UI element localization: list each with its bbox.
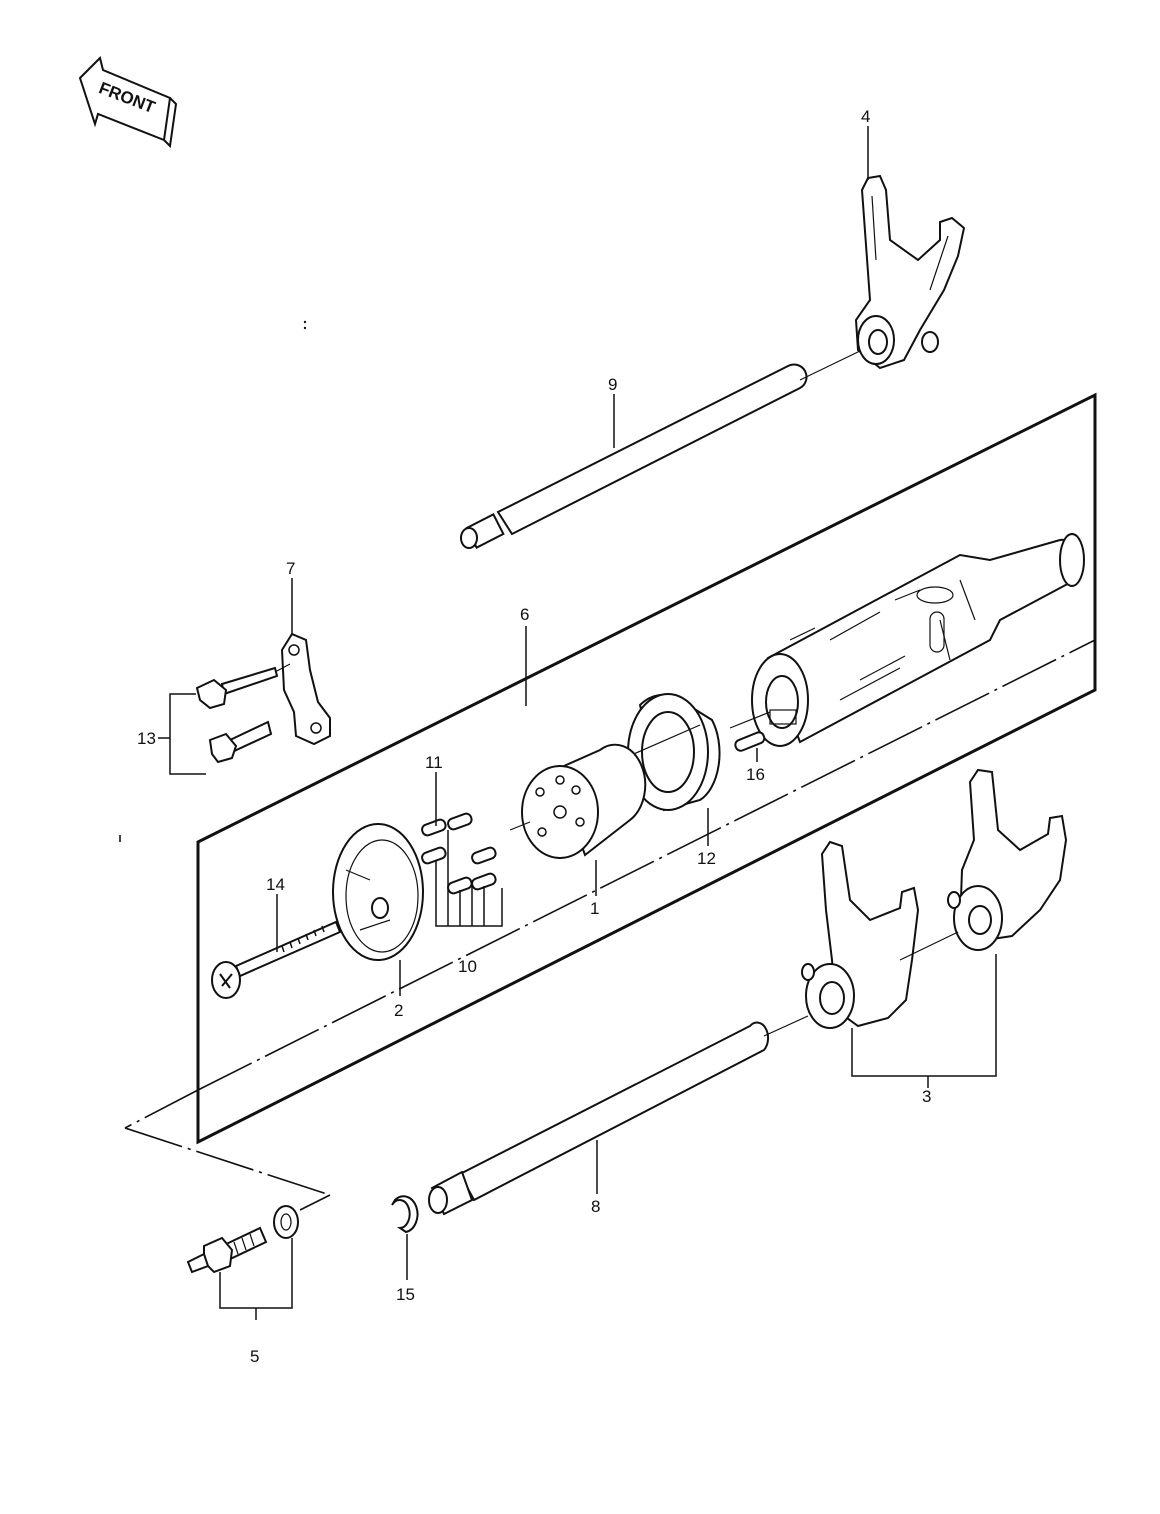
scan-speck (303, 326, 307, 330)
pin-holder (509, 743, 647, 859)
dowel-pin (734, 731, 766, 752)
callout-7: 7 (286, 559, 295, 578)
scan-speck (303, 320, 307, 324)
callout-4: 4 (861, 107, 870, 126)
callout-labels: 4 9 6 7 13 11 16 12 14 1 10 2 3 8 15 5 (137, 107, 931, 1366)
leader-lines (276, 126, 869, 1280)
cam-screw (211, 920, 342, 999)
shift-drum (729, 533, 1085, 747)
front-arrow-icon: FRONT (78, 56, 178, 149)
callout-6: 6 (520, 605, 529, 624)
callout-16: 16 (746, 765, 765, 784)
callout-9: 9 (608, 375, 617, 394)
callout-12: 12 (697, 849, 716, 868)
shift-fork-upper (854, 174, 966, 370)
callout-1: 1 (590, 899, 599, 918)
shift-rod-upper (460, 349, 863, 549)
shift-rod-lower (428, 1015, 809, 1216)
neutral-switch (186, 1205, 299, 1320)
shift-forks-lower (801, 768, 1068, 1088)
pins (421, 812, 503, 927)
cam-plate (332, 823, 424, 961)
callout-8: 8 (591, 1197, 600, 1216)
stopper-bracket (280, 632, 331, 746)
callout-5: 5 (250, 1347, 259, 1366)
callout-2: 2 (394, 1001, 403, 1020)
bearing (619, 693, 721, 812)
bolts (158, 663, 291, 775)
callout-15: 15 (396, 1285, 415, 1304)
circlip (391, 1195, 419, 1234)
callout-11: 11 (425, 753, 443, 772)
callout-3: 3 (922, 1087, 931, 1106)
callout-10: 10 (458, 957, 477, 976)
callout-13: 13 (137, 729, 156, 748)
callout-14: 14 (266, 875, 285, 894)
assembly-outline (196, 392, 1097, 1145)
